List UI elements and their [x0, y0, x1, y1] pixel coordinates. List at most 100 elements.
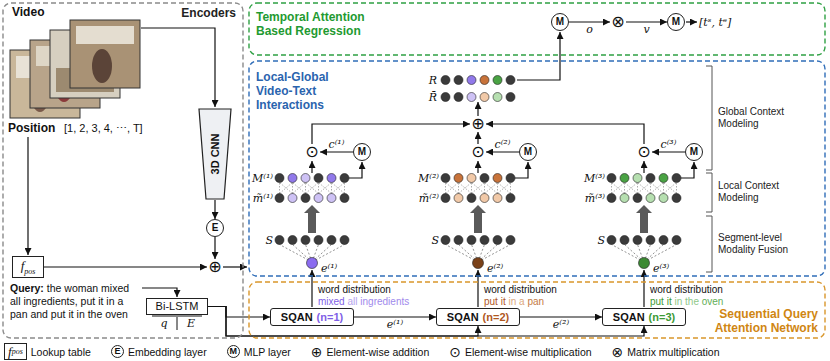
- feature-symbol: S: [265, 234, 273, 247]
- segment-feature-dot: [327, 236, 336, 245]
- aggregated-feature-dot: [441, 93, 450, 102]
- function-name: f: [21, 258, 25, 273]
- context-feature-dot: [493, 174, 502, 183]
- context-feature-dot: [620, 174, 629, 183]
- mul-operator: ⊙: [304, 144, 320, 160]
- aggregated-feature-dot: [506, 93, 515, 102]
- local-context-link: [471, 183, 472, 194]
- word-distribution-label: word distribution: [318, 284, 391, 295]
- frame-detail: [92, 49, 112, 83]
- connector-label: c⁽²⁾: [494, 139, 512, 151]
- stage-label: Segment-level Modality Fusion: [718, 232, 818, 256]
- local-context-link: [306, 183, 319, 194]
- connector: [208, 307, 270, 318]
- feature-symbol: m̃⁽²⁾: [419, 192, 439, 205]
- layer-symbol: M: [690, 147, 698, 157]
- local-context-link: [612, 183, 625, 194]
- output-feature-dot: [441, 76, 450, 85]
- legend-item: ⊕Element-wise addition: [311, 345, 429, 359]
- legend-sample-text: E: [114, 347, 120, 356]
- legend-sample: fpos: [4, 343, 27, 360]
- phrase-feature-dot: [307, 258, 318, 269]
- local-context-link: [292, 183, 293, 194]
- connector: [354, 316, 436, 317]
- local-context-link: [638, 183, 651, 194]
- segment-feature-dot: [646, 236, 655, 245]
- context-feature-dot: [480, 174, 489, 183]
- segment-feature-dot: [288, 236, 297, 245]
- local-context-link: [458, 183, 459, 194]
- connector: [652, 151, 685, 152]
- segment-feature-dot: [301, 236, 310, 245]
- step-index: (n=2): [483, 312, 510, 323]
- phrase-feature-dot: [473, 258, 484, 269]
- region-title: Sequential Query Attention Network: [694, 307, 818, 335]
- segment-feature-dot: [672, 236, 681, 245]
- regression-region: Temporal Attention Based RegressionM⊗M: [248, 2, 826, 56]
- local-context-link: [638, 183, 651, 194]
- feature-to-mlp-line: [349, 162, 362, 178]
- region-title: Temporal Attention Based Regression: [256, 10, 384, 38]
- segment-feature-dot: [607, 236, 616, 245]
- connector-label: e⁽¹⁾: [386, 319, 404, 331]
- word-feature-symbol: E: [187, 317, 195, 330]
- mlp-circle: M: [551, 13, 569, 31]
- local-context-link: [332, 183, 345, 194]
- layer-symbol: M: [524, 147, 532, 157]
- local-feature-dot: [288, 194, 297, 203]
- segment-feature-dot: [467, 236, 476, 245]
- local-context-link: [459, 183, 472, 194]
- fusion-link: [644, 245, 677, 263]
- legend-sample-text: ⊙: [449, 345, 461, 359]
- feature-to-mlp-line: [515, 162, 528, 178]
- layer-label: 3D CNN: [209, 134, 221, 175]
- phrase-word: oven: [702, 296, 724, 307]
- feature-symbol: R̄: [429, 91, 437, 104]
- local-context-link: [637, 183, 638, 194]
- feature-symbol: S: [431, 234, 439, 247]
- aggregated-feature-dot: [493, 93, 502, 102]
- function-subscript: pos: [24, 268, 35, 277]
- local-feature-dot: [506, 194, 515, 203]
- connector: [214, 237, 215, 259]
- feature-symbol: m̃⁽³⁾: [585, 192, 605, 205]
- context-feature-dot: [659, 174, 668, 183]
- output-feature-dot: [454, 76, 463, 85]
- local-context-link: [280, 183, 293, 194]
- local-context-link: [446, 183, 459, 194]
- local-context-link: [293, 183, 306, 194]
- stage-bracket: [706, 216, 712, 272]
- local-feature-dot: [480, 194, 489, 203]
- query-phrase: mixedallingredients: [318, 296, 409, 307]
- context-feature-dot: [340, 174, 349, 183]
- legend-item: ⊗Matrix multiplication: [612, 345, 720, 359]
- feature-separator: [152, 316, 202, 317]
- connector: [214, 200, 215, 219]
- feature-symbol: M⁽²⁾: [418, 172, 439, 185]
- legend-sample-text: ⊗: [612, 345, 624, 359]
- context-feature-dot: [327, 174, 336, 183]
- video-feed-line: [141, 28, 215, 107]
- phrase-word: Query:: [10, 282, 44, 294]
- output-feature-dot: [493, 76, 502, 85]
- add-operator: ⊕: [207, 259, 223, 275]
- segment-feature-dot: [441, 236, 450, 245]
- legend-text: Element-wise multiplication: [465, 346, 592, 358]
- feature-symbol: R: [429, 74, 437, 87]
- mlp-circle: M: [353, 143, 371, 161]
- block-label: Bi-LSTM: [156, 301, 199, 312]
- embedding-circle: E: [206, 219, 224, 237]
- connector: [477, 132, 478, 144]
- operator-symbol: ⊕: [471, 116, 484, 132]
- output-feature-dot: [480, 76, 489, 85]
- context-feature-dot: [301, 174, 310, 183]
- local-context-link: [676, 183, 677, 194]
- local-feature-dot: [607, 194, 616, 203]
- video-frame: [70, 20, 140, 88]
- sqan-box: SQAN(n=1): [270, 308, 354, 326]
- step-index: (n=1): [317, 312, 344, 323]
- fusion-link: [478, 245, 511, 263]
- connector-label: c⁽¹⁾: [328, 139, 346, 151]
- context-feature-dot: [672, 174, 681, 183]
- local-context-link: [445, 183, 446, 194]
